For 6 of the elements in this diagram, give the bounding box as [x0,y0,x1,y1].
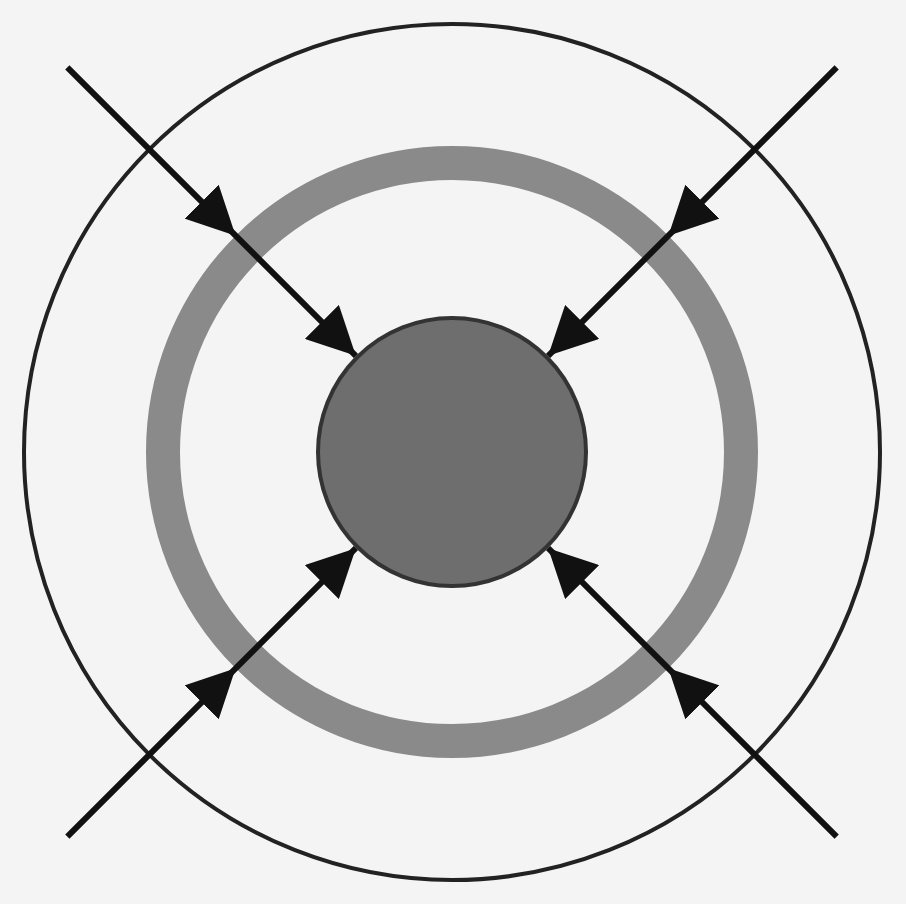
arrow [65,546,358,839]
arrow [65,65,358,358]
arrow [546,65,839,358]
arrow [546,546,839,839]
ring-band [146,146,758,758]
outer-circle [22,22,882,882]
